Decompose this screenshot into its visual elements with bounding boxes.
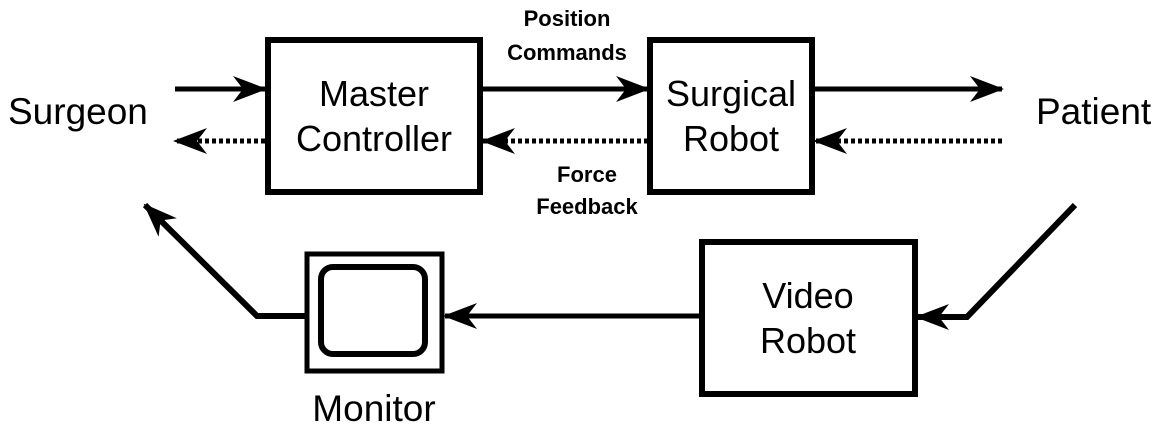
surgeon-label: Surgeon	[8, 91, 148, 132]
surgical-robot-label-line2: Robot	[683, 118, 779, 159]
patient-label: Patient	[1036, 91, 1152, 132]
master-controller-label-line2: Controller	[296, 118, 452, 159]
position-commands-label-line1: Position	[524, 6, 611, 31]
master-controller-box: Master Controller	[265, 37, 483, 195]
surgical-robot-box: Surgical Robot	[647, 37, 815, 195]
position-commands-label-line2: Commands	[507, 40, 627, 65]
video-robot-label-line1: Video	[762, 275, 853, 316]
video-robot-label-line2: Robot	[760, 320, 856, 361]
monitor-to-surgeon-arrow	[142, 202, 305, 319]
force-feedback-label-line2: Feedback	[536, 194, 638, 219]
monitor-label: Monitor	[312, 388, 435, 429]
force-feedback-label-line1: Force	[557, 162, 617, 187]
surgical-robot-label-line1: Surgical	[666, 73, 796, 114]
monitor-icon	[304, 251, 445, 374]
patient-to-video-arrow	[915, 202, 1078, 330]
video-robot-box: Video Robot	[699, 239, 918, 397]
master-controller-label-line1: Master	[319, 73, 429, 114]
